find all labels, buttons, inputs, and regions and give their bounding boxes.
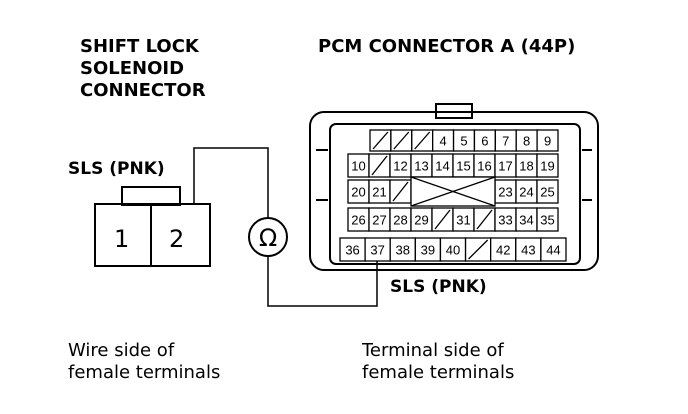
- terminal-empty-slash: [468, 239, 489, 260]
- left-caption-line-2: female terminals: [68, 362, 220, 383]
- terminal-21: 21: [372, 185, 386, 200]
- terminal-16: 16: [477, 159, 491, 174]
- terminal-empty-slash: [372, 131, 389, 150]
- connector-body: [94, 203, 211, 267]
- terminal-38: 38: [396, 243, 410, 258]
- terminal-4: 4: [439, 134, 446, 149]
- wire-to-meter-top: [193, 147, 269, 218]
- left-caption-line-1: Wire side of: [68, 340, 175, 361]
- terminal-8: 8: [523, 134, 530, 149]
- terminal-36: 36: [345, 243, 359, 258]
- pin-1: 1: [114, 225, 129, 253]
- terminal-25-cell: [536, 179, 559, 204]
- left-title-line-3: CONNECTOR: [80, 80, 206, 101]
- terminal-empty-slash: [434, 209, 451, 230]
- terminal-17: 17: [498, 159, 512, 174]
- terminal-empty-slash: [393, 131, 410, 150]
- terminal-35-cell: [536, 207, 559, 232]
- terminal-42: 42: [496, 243, 510, 258]
- left-wire-label: SLS (PNK): [68, 159, 165, 179]
- pcm-connector-housing: [309, 103, 599, 271]
- terminal-15: 15: [456, 159, 470, 174]
- terminal-14: 14: [435, 159, 449, 174]
- wire-to-pcm: [267, 249, 378, 307]
- test-wiring: [193, 147, 378, 307]
- terminal-empty-slash: [414, 131, 431, 150]
- terminal-empty-slash: [392, 181, 409, 202]
- terminal-24: 24: [519, 185, 533, 200]
- terminal-6: 6: [481, 134, 488, 149]
- terminal-27: 27: [372, 213, 386, 228]
- terminal-33: 33: [498, 213, 512, 228]
- terminal-44: 44: [546, 243, 560, 258]
- ohm-symbol: Ω: [259, 224, 277, 252]
- terminal-44-cell: [540, 237, 567, 262]
- housing-inner: [329, 123, 581, 265]
- terminal-35: 35: [540, 213, 554, 228]
- terminal-39: 39: [421, 243, 435, 258]
- terminal-43: 43: [521, 243, 535, 258]
- right-title: PCM CONNECTOR A (44P): [318, 36, 575, 57]
- right-wire-label: SLS (PNK): [390, 277, 487, 297]
- blocked-cavity-cross: [410, 176, 496, 207]
- terminal-40: 40: [446, 243, 460, 258]
- left-title-line-2: SOLENOID: [80, 58, 184, 79]
- terminal-9-cell: [536, 129, 559, 152]
- terminal-13: 13: [414, 159, 428, 174]
- right-caption-line-2: female terminals: [362, 362, 514, 383]
- terminal-18: 18: [519, 159, 533, 174]
- terminal-19-cell: [536, 153, 559, 178]
- left-title-line-1: SHIFT LOCK: [80, 36, 200, 57]
- terminal-34: 34: [519, 213, 533, 228]
- terminal-7: 7: [502, 134, 509, 149]
- terminal-25: 25: [540, 185, 554, 200]
- terminal-31: 31: [456, 213, 470, 228]
- terminal-10: 10: [351, 159, 365, 174]
- right-caption-line-1: Terminal side of: [361, 340, 504, 361]
- terminal-12: 12: [393, 159, 407, 174]
- terminal-5: 5: [460, 134, 467, 149]
- terminal-20: 20: [351, 185, 365, 200]
- terminal-29: 29: [414, 213, 428, 228]
- terminal-23: 23: [498, 185, 512, 200]
- terminal-28: 28: [393, 213, 407, 228]
- housing-lock-tab: [435, 103, 473, 119]
- solenoid-connector: [94, 186, 211, 267]
- terminal-empty-slash: [371, 155, 388, 176]
- terminal-empty-slash: [476, 209, 493, 230]
- connector-latch: [121, 186, 181, 206]
- terminal-37: 37: [370, 243, 384, 258]
- pin-2: 2: [169, 225, 184, 253]
- terminal-19: 19: [540, 159, 554, 174]
- terminal-9: 9: [544, 134, 551, 149]
- ohmmeter-icon: [248, 217, 288, 257]
- terminal-26: 26: [351, 213, 365, 228]
- housing-outer: [309, 111, 599, 271]
